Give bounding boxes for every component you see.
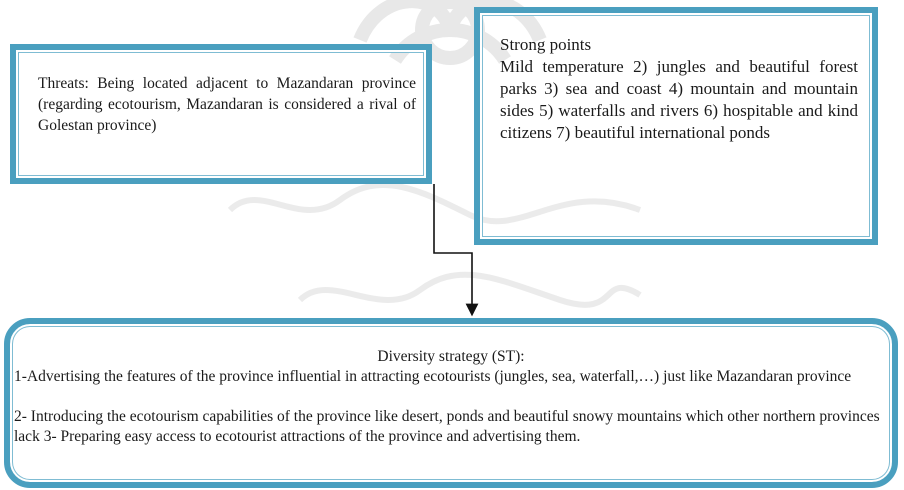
strategy-title: Diversity strategy (ST):	[377, 348, 525, 365]
threats-box: Threats: Being located adjacent to Mazan…	[10, 44, 432, 184]
strong-points-box: Strong points Mild temperature 2) jungle…	[474, 7, 878, 245]
strategy-box: Diversity strategy (ST): 1-Advertising t…	[4, 318, 898, 488]
threats-text: Threats: Being located adjacent to Mazan…	[38, 75, 416, 134]
strategy-item-2: 2- Introducing the ecotourism capabiliti…	[14, 408, 880, 445]
strong-points-text: Mild temperature 2) jungles and beautifu…	[500, 57, 858, 142]
strategy-item-1: 1-Advertising the features of the provin…	[14, 368, 852, 385]
strong-points-title: Strong points	[500, 35, 592, 54]
